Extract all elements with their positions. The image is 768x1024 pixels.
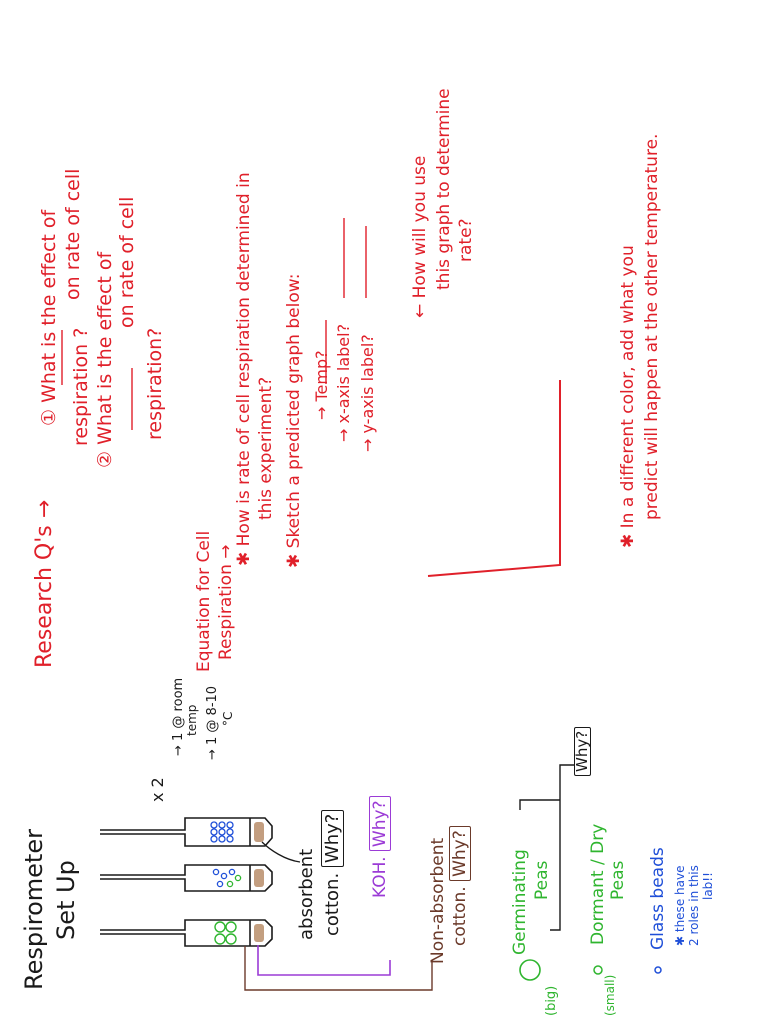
respirometer-title-line1: Respirometer [20,829,48,990]
rq2-line1: ② What is the effect of [94,251,116,468]
sketch-yaxis: → y-axis label? [358,334,377,452]
nonabsorbent-why-box: Why? [449,826,471,881]
sketch-temp: → Temp? [312,350,331,420]
dormant-line2: Peas [608,860,628,900]
nonabsorbent-line2: cotton. Why? [449,826,471,946]
tube2-mixed [212,868,242,888]
bead-bracket [519,764,575,931]
tube1-beads [210,821,234,843]
answer-blanks [61,218,367,430]
research-heading: Research Q's → [32,499,57,668]
dormant-line1: Dormant / Dry [588,823,608,945]
equation-line2: Respiration → [216,544,236,661]
different-color-line1: ✱ In a different color, add what you [618,245,638,548]
rq1-line3: respiration ? [70,327,92,446]
graph-axes [427,380,561,577]
bracket-why-box: Why? [573,726,591,776]
germinating-pea-icon [519,959,541,981]
rate-question-line1: ✱ How is rate of cell respiration determ… [234,172,254,566]
tube3-peas [214,921,237,945]
nonabsorbent-line1: Non-absorbent [428,837,448,964]
sketch-line1: ✱ Sketch a predicted graph below: [284,273,304,568]
dormant-pea-icon [593,965,603,975]
rq1-number: ① [38,408,60,426]
absorbent-cotton: cotton. [322,872,343,936]
graph-use-line3: rate? [456,218,476,262]
germinating-size: (big) [544,985,559,1016]
times-two: x 2 [148,777,167,802]
nonabsorbent-cotton: cotton. [450,886,470,946]
cold-temp-line1: → 1 @ 8-10 [205,685,220,760]
respirometer-title-line2: Set Up [52,860,80,940]
germinating-line2: Peas [532,860,552,900]
absorbent-pointer [261,841,301,863]
glass-note-line3: lab!! [701,872,715,900]
rq2-line2: on rate of cell [116,196,138,328]
germinating-line1: Germinating [510,849,530,955]
rq1-text1: What is the effect of [38,209,60,403]
different-color-line2: predict will happen at the other tempera… [642,133,662,520]
koh-why-box: Why? [369,796,391,852]
sketch-xaxis: → x-axis label? [334,323,353,442]
dormant-size: (small) [603,974,617,1016]
glass-note-line2: 2 roles in this [687,865,701,946]
graph-use-line2: this graph to determine [434,88,454,290]
glass-note-line1: ✱ these have [673,865,687,946]
rq1-line1: ① What is the effect of [38,209,60,426]
cotton-plugs [254,822,264,942]
graph-use-line1: ← How will you use [410,155,430,318]
cold-temp-unit: °C [221,711,235,726]
room-temp-line2: temp [185,704,199,736]
absorbent-line1: absorbent [296,848,317,940]
absorbent-why-box: Why? [321,809,344,868]
rate-question-line2: this experiment? [256,376,276,520]
room-temp-line1: → 1 @ room [171,677,186,756]
glass-beads-label: Glass beads [648,847,668,950]
respirometer-tubes [100,817,273,947]
nonabs-pointer [244,946,433,991]
glass-bead-icon [654,966,662,974]
rq2-number: ② [94,450,116,468]
koh-text: KOH. [370,856,390,899]
absorbent-line2: cotton. Why? [321,809,344,936]
equation-line1: Equation for Cell [194,530,214,672]
rq2-text1: What is the effect of [94,251,116,445]
rq2-line3: respiration? [144,327,166,440]
koh-label: KOH. Why? [369,796,391,899]
rq1-line2: on rate of cell [62,168,84,300]
koh-pointer [257,945,391,976]
